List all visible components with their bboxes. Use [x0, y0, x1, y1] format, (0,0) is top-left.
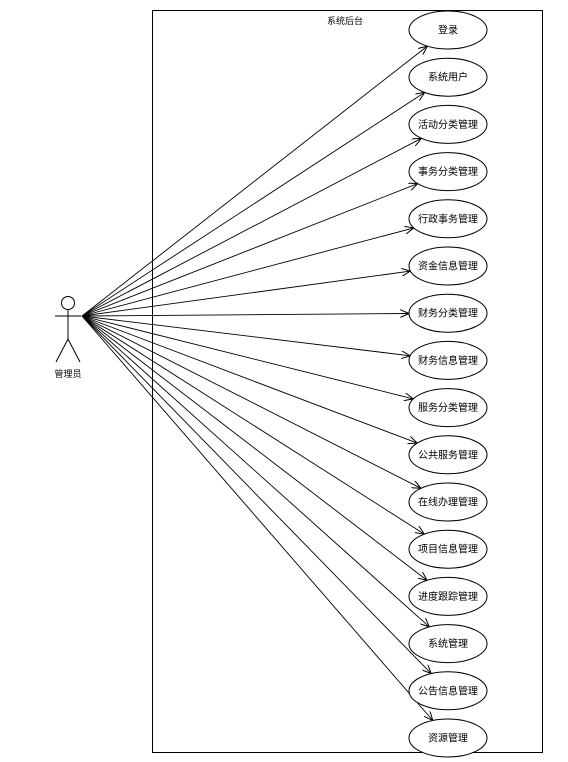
- use-case: 服务分类管理: [408, 388, 488, 428]
- use-case-label: 公告信息管理: [418, 684, 478, 697]
- use-case-ellipse: [408, 482, 488, 522]
- association-line: [81, 314, 409, 317]
- use-case-label: 进度跟踪管理: [418, 590, 478, 603]
- use-case: 系统用户: [408, 57, 488, 97]
- use-case-label: 系统用户: [428, 71, 468, 84]
- association-line: [81, 315, 421, 488]
- use-case-ellipse: [408, 293, 488, 333]
- actor-name: 管理员: [54, 368, 81, 380]
- association-line: [81, 228, 414, 317]
- use-case-ellipse: [408, 435, 488, 475]
- use-case-ellipse: [408, 246, 488, 286]
- association-line: [81, 315, 410, 356]
- system-boundary: [152, 10, 543, 753]
- use-case: 公告信息管理: [408, 671, 488, 711]
- association-line: [81, 315, 429, 627]
- association-line: [81, 92, 425, 317]
- association-line: [81, 315, 417, 443]
- actor-left-leg: [55, 338, 69, 363]
- use-case: 财务分类管理: [408, 293, 488, 333]
- use-case: 财务信息管理: [408, 340, 488, 380]
- use-case: 在线办理管理: [408, 482, 488, 522]
- use-case-label: 行政事务管理: [418, 212, 478, 225]
- use-case: 登录: [408, 10, 488, 50]
- use-case-ellipse: [408, 152, 488, 192]
- association-line: [81, 315, 431, 674]
- use-case: 系统管理: [408, 624, 488, 664]
- use-case-ellipse: [408, 718, 488, 758]
- use-case-label: 资金信息管理: [418, 260, 478, 273]
- use-case-label: 系统管理: [428, 637, 468, 650]
- association-line: [81, 271, 410, 317]
- actor-right-leg: [67, 338, 81, 363]
- use-case-label: 服务分类管理: [418, 401, 478, 414]
- use-case: 公共服务管理: [408, 435, 488, 475]
- use-case-ellipse: [408, 10, 488, 50]
- association-line: [81, 315, 433, 721]
- use-case-ellipse: [408, 529, 488, 569]
- use-case-label: 财务信息管理: [418, 354, 478, 367]
- use-case: 资金信息管理: [408, 246, 488, 286]
- association-line: [81, 315, 424, 534]
- actor-figure: [55, 296, 81, 363]
- association-line: [81, 315, 413, 399]
- use-case-label: 事务分类管理: [418, 165, 478, 178]
- use-case-ellipse: [408, 576, 488, 616]
- use-case-label: 公共服务管理: [418, 448, 478, 461]
- use-case-ellipse: [408, 340, 488, 380]
- use-case-ellipse: [408, 57, 488, 97]
- association-line: [81, 184, 418, 317]
- association-line: [81, 138, 421, 317]
- use-case-ellipse: [408, 671, 488, 711]
- use-case-ellipse: [408, 624, 488, 664]
- use-case-ellipse: [408, 199, 488, 239]
- use-case: 活动分类管理: [408, 104, 488, 144]
- use-case: 项目信息管理: [408, 529, 488, 569]
- use-case: 资源管理: [408, 718, 488, 758]
- use-cases: 登录系统用户活动分类管理事务分类管理行政事务管理资金信息管理财务分类管理财务信息…: [408, 10, 488, 758]
- actor-head: [61, 296, 75, 310]
- use-case-label: 财务分类管理: [418, 307, 478, 320]
- associations: [81, 46, 433, 721]
- use-case-ellipse: [408, 388, 488, 428]
- association-line: [81, 315, 427, 580]
- use-case-label: 资源管理: [428, 732, 468, 745]
- use-case-label: 项目信息管理: [418, 543, 478, 556]
- use-case-label: 登录: [438, 24, 458, 37]
- use-case: 进度跟踪管理: [408, 576, 488, 616]
- use-case-label: 活动分类管理: [418, 118, 478, 131]
- system-title: 系统后台: [327, 15, 363, 27]
- use-case-ellipse: [408, 104, 488, 144]
- use-case: 行政事务管理: [408, 199, 488, 239]
- use-case-label: 在线办理管理: [418, 496, 478, 509]
- use-case: 事务分类管理: [408, 152, 488, 192]
- association-line: [81, 46, 427, 317]
